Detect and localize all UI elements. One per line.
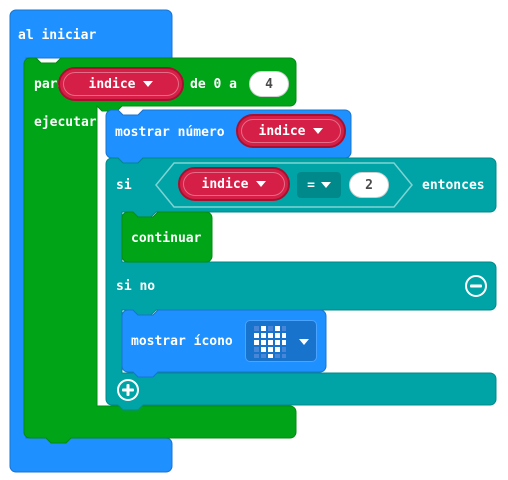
compare-value-input[interactable]: 2 — [349, 172, 389, 198]
chevron-down-icon — [299, 339, 309, 345]
variable-label: indice — [201, 176, 249, 192]
variable-label: indice — [258, 123, 306, 139]
continue-label: continuar — [131, 231, 202, 246]
else-label: si no — [116, 279, 156, 294]
heart-icon — [254, 326, 286, 358]
if-label: si — [116, 178, 132, 193]
for-loop-keyword: para — [34, 77, 66, 92]
variable-label: indice — [88, 76, 136, 92]
chevron-down-icon — [256, 181, 267, 187]
if-variable-dropdown[interactable]: indice — [178, 167, 290, 201]
show-number-label: mostrar número — [115, 125, 225, 140]
for-loop-do-label: ejecutar — [34, 115, 97, 130]
show-icon-label: mostrar ícono — [131, 334, 233, 349]
minus-circle-icon[interactable] — [464, 274, 488, 298]
operator-label: = — [307, 177, 315, 193]
icon-picker-dropdown[interactable] — [245, 320, 317, 362]
chevron-down-icon — [320, 182, 331, 188]
chevron-down-icon — [143, 81, 154, 87]
then-label: entonces — [422, 178, 485, 193]
for-loop-end-value-input[interactable]: 4 — [249, 71, 289, 97]
operator-dropdown[interactable]: = — [297, 172, 341, 198]
plus-circle-icon[interactable] — [116, 378, 140, 402]
for-loop-range-label: de 0 a — [190, 77, 237, 92]
show-number-variable-dropdown[interactable]: indice — [236, 114, 346, 148]
chevron-down-icon — [313, 128, 324, 134]
for-loop-variable-dropdown[interactable]: indice — [58, 67, 184, 101]
on-start-label: al iniciar — [18, 28, 97, 43]
